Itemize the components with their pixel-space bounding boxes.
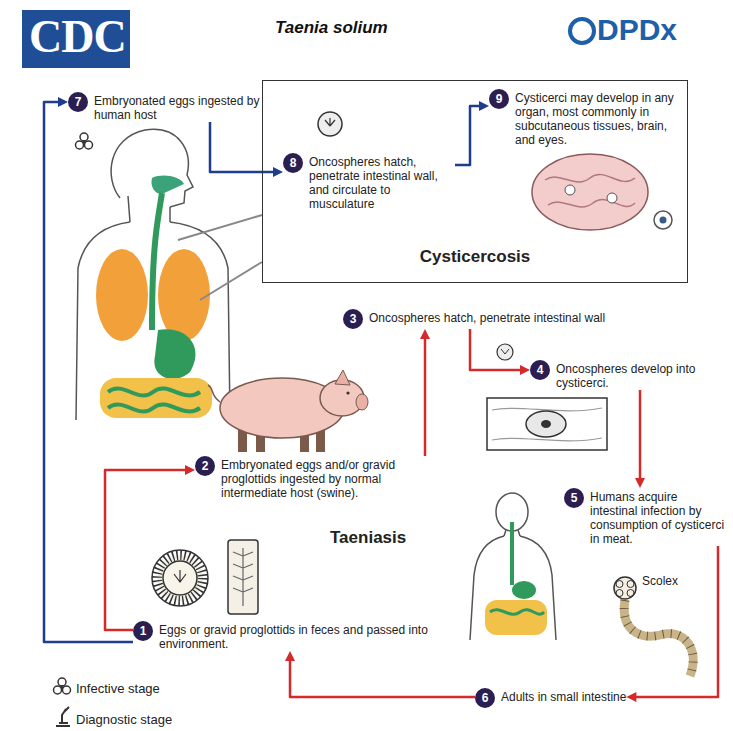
cycle-arrow: [626, 546, 718, 702]
part-label: Scolex: [642, 574, 678, 588]
stage-step: 6 Adults in small intestine: [475, 688, 626, 708]
muscle-cysticercus: [487, 398, 607, 450]
box-heading-wrap: Cysticercosis: [263, 247, 687, 267]
section-heading-wrap: Taeniasis: [330, 528, 406, 548]
dpdx-logo: [570, 19, 594, 43]
step-text: Humans acquire intestinal infection by c…: [590, 490, 726, 546]
arrowhead: [635, 478, 645, 488]
group-box: Cysticercosis 8 Oncospheres hatch, penetra…: [262, 80, 688, 283]
stage-step: 5 Humans acquire intestinal infection by …: [564, 488, 726, 546]
connector-line: [105, 470, 187, 630]
step-text-column: Humans acquire intestinal infection by c…: [590, 488, 726, 546]
logo-text-wrap: CDC: [29, 14, 126, 60]
connector-line: [290, 659, 475, 697]
adult-worm: [624, 600, 693, 676]
gravid-proglottid: [228, 540, 258, 614]
diagram-title: Taenia solium: [275, 18, 388, 37]
stage-step: 7 Embryonated eggs ingested by human host: [68, 92, 260, 122]
callout-number: 1: [133, 621, 153, 641]
cycle-arrow: [105, 465, 195, 630]
callout-number: 7: [68, 92, 88, 112]
callout-number: 6: [475, 688, 495, 708]
logo-text-wrap: DPDx: [597, 15, 677, 45]
oncosphere: [318, 112, 342, 136]
step-text-column: Adults in small intestine: [501, 688, 626, 704]
step-text: Embryonated eggs and/or gravid proglotti…: [221, 458, 435, 500]
title-wrap: Taenia solium: [275, 18, 388, 38]
cdc-logo: [22, 10, 130, 68]
scolex: [614, 577, 636, 599]
legend-label: Diagnostic stage: [76, 712, 172, 727]
egg: [152, 550, 208, 606]
arrowhead: [285, 651, 295, 661]
cycle-arrow: [44, 97, 133, 642]
step-text-column: Oncospheres hatch, penetrate intestinal …: [369, 309, 605, 325]
stage-step: 1 Eggs or gravid proglottids in feces and…: [133, 621, 433, 651]
box-heading: Cysticercosis: [420, 247, 531, 266]
infective-icon: [54, 678, 71, 694]
arrowhead: [420, 329, 430, 339]
callout-number: 2: [195, 456, 215, 476]
stage-step: 3 Oncospheres hatch, penetrate intestinal…: [343, 309, 605, 329]
callout-number: 9: [489, 89, 509, 109]
step-text: Eggs or gravid proglottids in feces and …: [159, 623, 433, 651]
step-text: Embryonated eggs ingested by human host: [94, 94, 260, 122]
connector-line: [470, 329, 522, 370]
callout-number: 4: [530, 360, 550, 380]
arrowhead: [520, 365, 530, 375]
step-text-column: Embryonated eggs ingested by human host: [94, 92, 260, 122]
diagnostic-icon: [56, 707, 70, 726]
step-text: Oncospheres develop into cysticerci.: [556, 362, 726, 390]
legend-entry: Infective stage: [76, 679, 160, 697]
cycle-arrow: [470, 329, 530, 375]
stage-step: 2 Embryonated eggs and/or gravid proglott…: [195, 456, 435, 500]
arrowhead: [58, 97, 68, 107]
logo-text: DPDx: [597, 13, 677, 46]
infective-icon: [76, 133, 93, 149]
section-heading: Taeniasis: [330, 528, 406, 547]
connector-line: [639, 390, 642, 480]
step-text: Oncospheres hatch, penetrate intestinal …: [309, 155, 455, 211]
cycle-arrow: [210, 122, 283, 177]
legend-label: Infective stage: [76, 681, 160, 696]
cycle-arrow: [455, 101, 489, 165]
connector-line: [210, 122, 275, 172]
stage-step: 8 Oncospheres hatch, penetrate intestinal…: [283, 153, 455, 211]
cycle-arrow: [420, 329, 430, 456]
human-figure: [76, 129, 230, 420]
step-text-column: Embryonated eggs and/or gravid proglotti…: [221, 456, 435, 500]
stage-step: 9 Cysticerci may develop in any organ, mo…: [489, 89, 685, 147]
connector-line: [634, 546, 718, 697]
legend-entry: Diagnostic stage: [76, 710, 172, 728]
connector-line: [455, 106, 481, 165]
logo-text: CDC: [29, 11, 126, 62]
part-label-wrap: Scolex: [642, 571, 678, 589]
arrowhead: [185, 465, 195, 475]
leader-line: [178, 215, 262, 300]
cycle-arrow: [285, 651, 475, 697]
step-text: Adults in small intestine: [501, 690, 626, 704]
callout-number: 3: [343, 309, 363, 329]
step-text-column: Cysticerci may develop in any organ, mos…: [515, 89, 685, 147]
stage-step: 4 Oncospheres develop into cysticerci.: [530, 360, 726, 390]
step-text-column: Oncospheres develop into cysticerci.: [556, 360, 726, 390]
connector-line: [424, 337, 427, 456]
human-figure: [470, 493, 556, 640]
cycle-arrow: [635, 390, 645, 488]
pig: [208, 370, 368, 452]
step-text: Oncospheres hatch, penetrate intestinal …: [369, 311, 605, 325]
arrowhead: [626, 692, 636, 702]
step-text: Cysticerci may develop in any organ, mos…: [515, 91, 685, 147]
arrowhead: [479, 101, 489, 111]
connector-line: [44, 102, 133, 642]
oncosphere: [497, 344, 513, 360]
callout-number: 5: [564, 488, 584, 508]
step-text-column: Eggs or gravid proglottids in feces and …: [159, 621, 433, 651]
step-text-column: Oncospheres hatch, penetrate intestinal …: [309, 153, 455, 211]
arrowhead: [273, 167, 283, 177]
brain: [532, 154, 672, 230]
callout-number: 8: [283, 153, 303, 173]
